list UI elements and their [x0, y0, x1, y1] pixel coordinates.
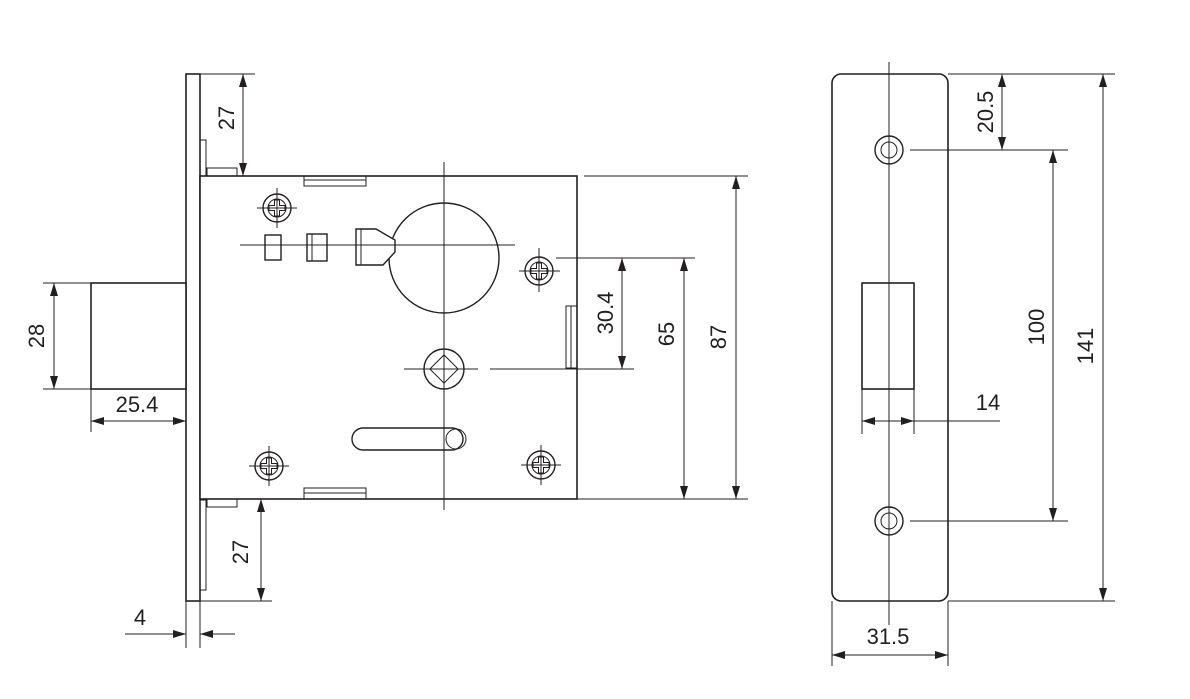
faceplate: [185, 73, 201, 602]
latch-bolt: [90, 282, 187, 390]
front-dimension-lines: [43, 73, 748, 648]
dim-handle-to-case-edge: 65: [654, 322, 679, 346]
dim-strike-hole-spacing: 100: [1024, 309, 1049, 346]
strike-dimension-lines: [831, 73, 1115, 666]
dim-strike-height: 141: [1073, 328, 1098, 365]
strike-opening: [861, 282, 915, 390]
dim-backset: 25.4: [116, 392, 159, 417]
dim-bolt-height: 28: [24, 324, 49, 348]
dim-strike-top-offset: 20.5: [973, 91, 998, 134]
slot: [351, 427, 464, 451]
dim-case-height: 87: [706, 325, 731, 349]
dim-strike-width: 31.5: [867, 624, 910, 649]
lock-front-view: [90, 73, 578, 602]
strike-plate-view: [831, 62, 949, 625]
dim-strike-opening-width: 14: [976, 390, 1000, 415]
dim-cylinder-to-handle: 30.4: [593, 292, 618, 335]
dim-front-bottom-offset: 27: [228, 540, 253, 564]
dim-faceplate-thickness: 4: [134, 605, 146, 630]
dim-front-top-offset: 27: [214, 106, 239, 130]
